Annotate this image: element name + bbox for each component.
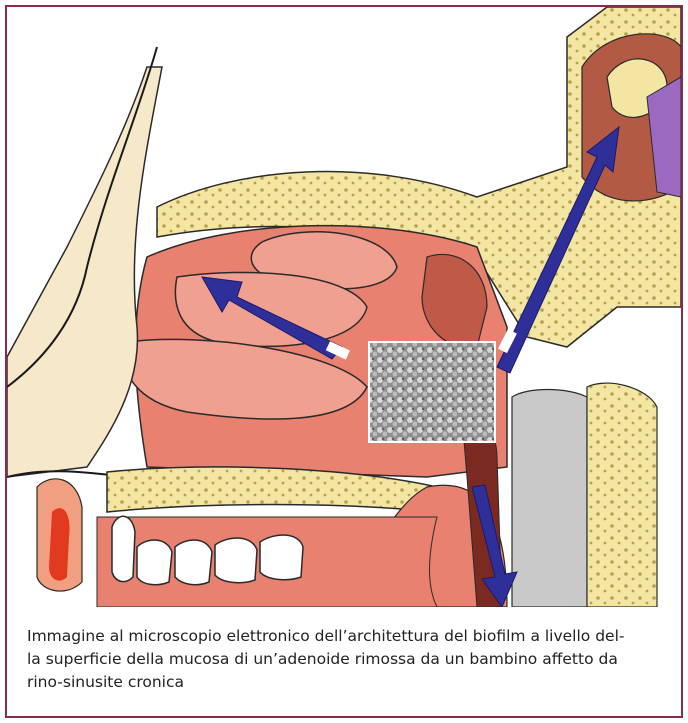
caption-line-2: la superficie della mucosa di un’adenoid… <box>27 648 667 671</box>
nasal-cavity-illustration <box>7 7 681 607</box>
caption-line-1: Immagine al microscopio elettronico dell… <box>27 625 667 648</box>
electron-microscope-inset <box>369 342 495 442</box>
lip-red <box>49 508 70 580</box>
nose-skin <box>7 67 162 477</box>
nasopharynx-wall <box>512 390 587 608</box>
caption-line-3: rino-sinusite cronica <box>27 671 667 694</box>
vertebra-column <box>587 383 657 607</box>
figure-caption: Immagine al microscopio elettronico dell… <box>27 625 667 694</box>
figure-frame: Immagine al microscopio elettronico dell… <box>5 5 683 718</box>
